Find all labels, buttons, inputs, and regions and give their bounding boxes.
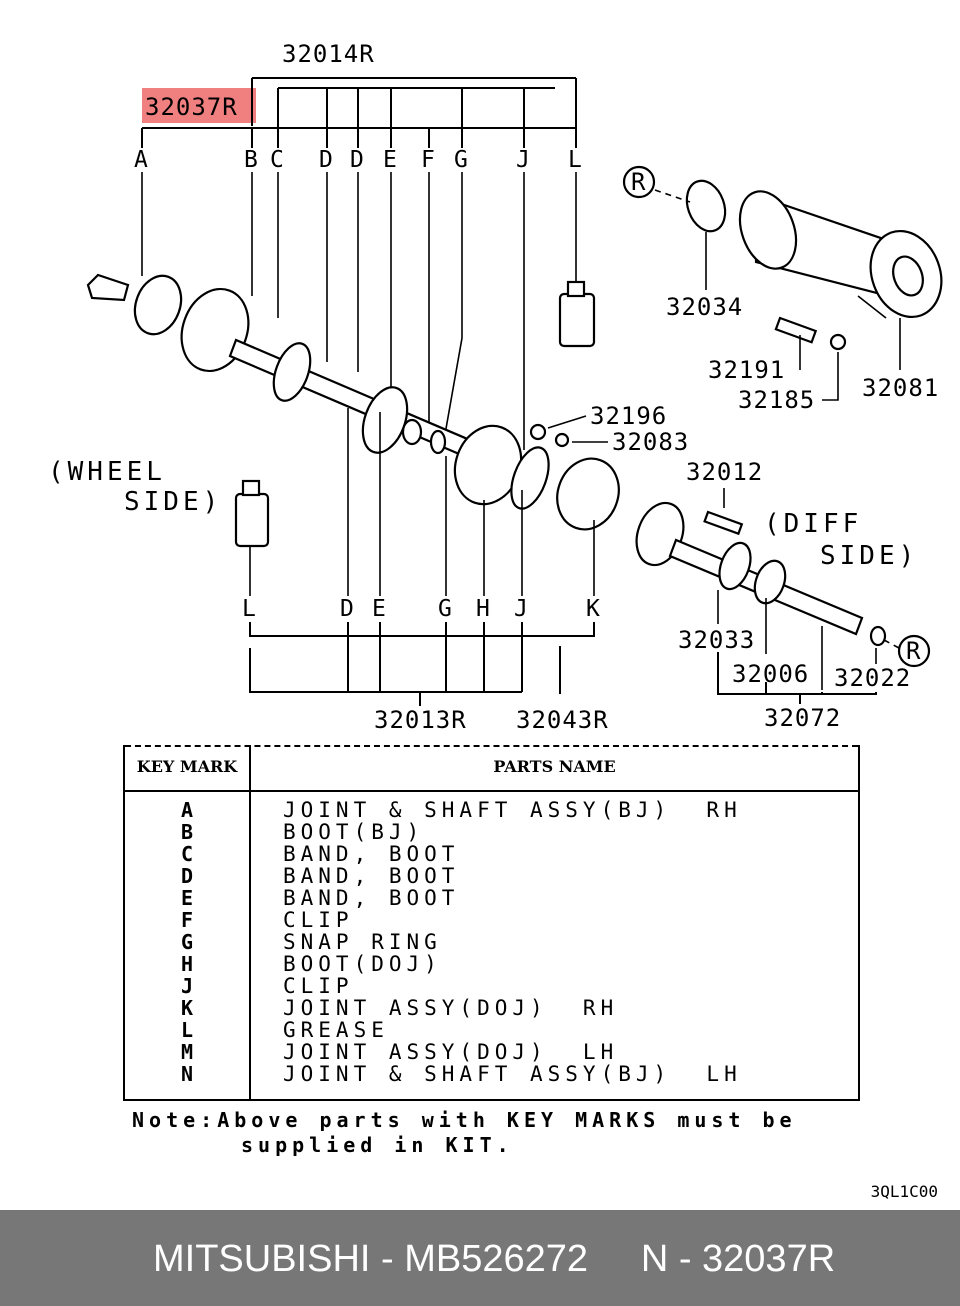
part-name-cell: BAND, BOOT bbox=[283, 886, 460, 910]
ref-mark-bottom: R bbox=[906, 637, 921, 665]
part-name-cell: CLIP bbox=[283, 908, 354, 932]
diff-side-label-2: SIDE) bbox=[820, 541, 918, 571]
part-number-caption: MITSUBISHI - MB526272 N - 32037R bbox=[153, 1238, 836, 1280]
top-key-d: D bbox=[319, 147, 333, 173]
part-name-cell: BOOT(DOJ) bbox=[283, 952, 442, 976]
key-mark-cell: H bbox=[180, 952, 194, 976]
key-mark-cell: N bbox=[180, 1062, 194, 1086]
callout-32185[interactable]: 32185 bbox=[738, 386, 815, 414]
key-mark-cell: B bbox=[180, 820, 194, 844]
note-line-2: supplied in KIT. bbox=[241, 1133, 514, 1157]
bottom-key-l: L bbox=[242, 596, 256, 622]
part-name-cell: JOINT & SHAFT ASSY(BJ) LH bbox=[283, 1062, 742, 1086]
callout-32014R[interactable]: 32014R bbox=[282, 40, 375, 68]
table-row: E BAND, BOOT bbox=[125, 887, 858, 909]
part-name-cell: BAND, BOOT bbox=[283, 864, 460, 888]
key-mark-cell: L bbox=[180, 1018, 194, 1042]
key-mark-cell: D bbox=[180, 864, 194, 888]
callout-32043R[interactable]: 32043R bbox=[516, 706, 609, 734]
table-row: L GREASE bbox=[125, 1019, 858, 1041]
top-key-f: F bbox=[421, 147, 435, 173]
table-row: B BOOT(BJ) bbox=[125, 821, 858, 843]
parts-table: KEY MARK PARTS NAME A JOINT & SHAFT ASSY(… bbox=[123, 745, 860, 1101]
table-row: F CLIP bbox=[125, 909, 858, 931]
table-row: A JOINT & SHAFT ASSY(BJ) RH bbox=[125, 799, 858, 821]
callout-32196[interactable]: 32196 bbox=[590, 402, 667, 430]
ref-mark-top: R bbox=[631, 168, 646, 196]
part-name-cell: CLIP bbox=[283, 974, 354, 998]
callout-32037R[interactable]: 32037R bbox=[145, 93, 238, 121]
table-rows: A JOINT & SHAFT ASSY(BJ) RH B BOOT(BJ) C BAND… bbox=[125, 799, 858, 1085]
bottom-key-e: E bbox=[372, 596, 386, 622]
top-key-j: J bbox=[516, 147, 530, 173]
table-top-edge bbox=[125, 745, 858, 747]
callout-32081[interactable]: 32081 bbox=[862, 374, 939, 402]
top-key-c: C bbox=[270, 147, 284, 173]
callout-32191[interactable]: 32191 bbox=[708, 356, 785, 384]
part-name-cell: JOINT ASSY(DOJ) LH bbox=[283, 1040, 619, 1064]
key-mark-cell: F bbox=[180, 908, 194, 932]
diff-side-label: (DIFF bbox=[764, 509, 862, 539]
top-key-a: A bbox=[134, 147, 148, 173]
drive-shaft-assembly bbox=[86, 273, 620, 548]
callout-32012[interactable]: 32012 bbox=[686, 458, 763, 486]
key-mark-cell: C bbox=[180, 842, 194, 866]
table-row: H BOOT(DOJ) bbox=[125, 953, 858, 975]
footer-bar: MITSUBISHI - MB526272 N - 32037R bbox=[0, 1210, 960, 1306]
wheel-side-label-2: SIDE) bbox=[124, 487, 222, 517]
top-key-l: L bbox=[568, 147, 582, 173]
part-name-cell: JOINT ASSY(DOJ) RH bbox=[283, 996, 619, 1020]
key-mark-cell: J bbox=[180, 974, 194, 998]
diff-side-assembly bbox=[635, 501, 887, 647]
note-line-1: Note:Above parts with KEY MARKS must be bbox=[132, 1108, 797, 1132]
bottom-key-k: K bbox=[586, 596, 600, 622]
top-key-b: B bbox=[244, 147, 258, 173]
table-header bbox=[125, 745, 858, 792]
part-name-cell: JOINT & SHAFT ASSY(BJ) RH bbox=[283, 798, 742, 822]
callout-32013R[interactable]: 32013R bbox=[374, 706, 467, 734]
bottom-key-j: J bbox=[514, 596, 528, 622]
table-row: N JOINT & SHAFT ASSY(BJ) LH bbox=[125, 1063, 858, 1085]
table-row: C BAND, BOOT bbox=[125, 843, 858, 865]
bottom-key-g: G bbox=[438, 596, 452, 622]
callout-32034[interactable]: 32034 bbox=[666, 293, 743, 321]
part-name-cell: SNAP RING bbox=[283, 930, 442, 954]
bearing-housing bbox=[685, 179, 943, 351]
table-row: G SNAP RING bbox=[125, 931, 858, 953]
table-row: D BAND, BOOT bbox=[125, 865, 858, 887]
bottom-key-d: D bbox=[340, 596, 354, 622]
header-key-mark: KEY MARK bbox=[136, 757, 238, 776]
part-name-cell: GREASE bbox=[283, 1018, 389, 1042]
top-key-e: E bbox=[383, 147, 397, 173]
callout-32033[interactable]: 32033 bbox=[678, 626, 755, 654]
callout-32083[interactable]: 32083 bbox=[612, 428, 689, 456]
table-row: K JOINT ASSY(DOJ) RH bbox=[125, 997, 858, 1019]
callout-32072[interactable]: 32072 bbox=[764, 704, 841, 732]
ref-mark-circle bbox=[622, 165, 656, 199]
table-column-divider bbox=[249, 745, 251, 1099]
bottom-key-h: H bbox=[476, 596, 490, 622]
key-mark-cell: G bbox=[180, 930, 194, 954]
key-mark-cell: E bbox=[180, 886, 194, 910]
key-mark-cell: A bbox=[180, 798, 194, 822]
diagram-code: 3QL1C00 bbox=[870, 1182, 938, 1201]
callout-32022[interactable]: 32022 bbox=[834, 664, 911, 692]
table-row: J CLIP bbox=[125, 975, 858, 997]
part-name-cell: BAND, BOOT bbox=[283, 842, 460, 866]
callout-highlight bbox=[142, 88, 256, 123]
callout-32006[interactable]: 32006 bbox=[732, 660, 809, 688]
header-parts-name: PARTS NAME bbox=[493, 757, 616, 776]
wheel-side-label: (WHEEL bbox=[48, 457, 166, 487]
top-key-d: D bbox=[350, 147, 364, 173]
table-row: M JOINT ASSY(DOJ) LH bbox=[125, 1041, 858, 1063]
part-name-cell: BOOT(BJ) bbox=[283, 820, 425, 844]
top-key-g: G bbox=[454, 147, 468, 173]
key-mark-cell: K bbox=[180, 996, 194, 1020]
ref-mark-circle bbox=[897, 634, 931, 668]
key-mark-cell: M bbox=[180, 1040, 194, 1064]
